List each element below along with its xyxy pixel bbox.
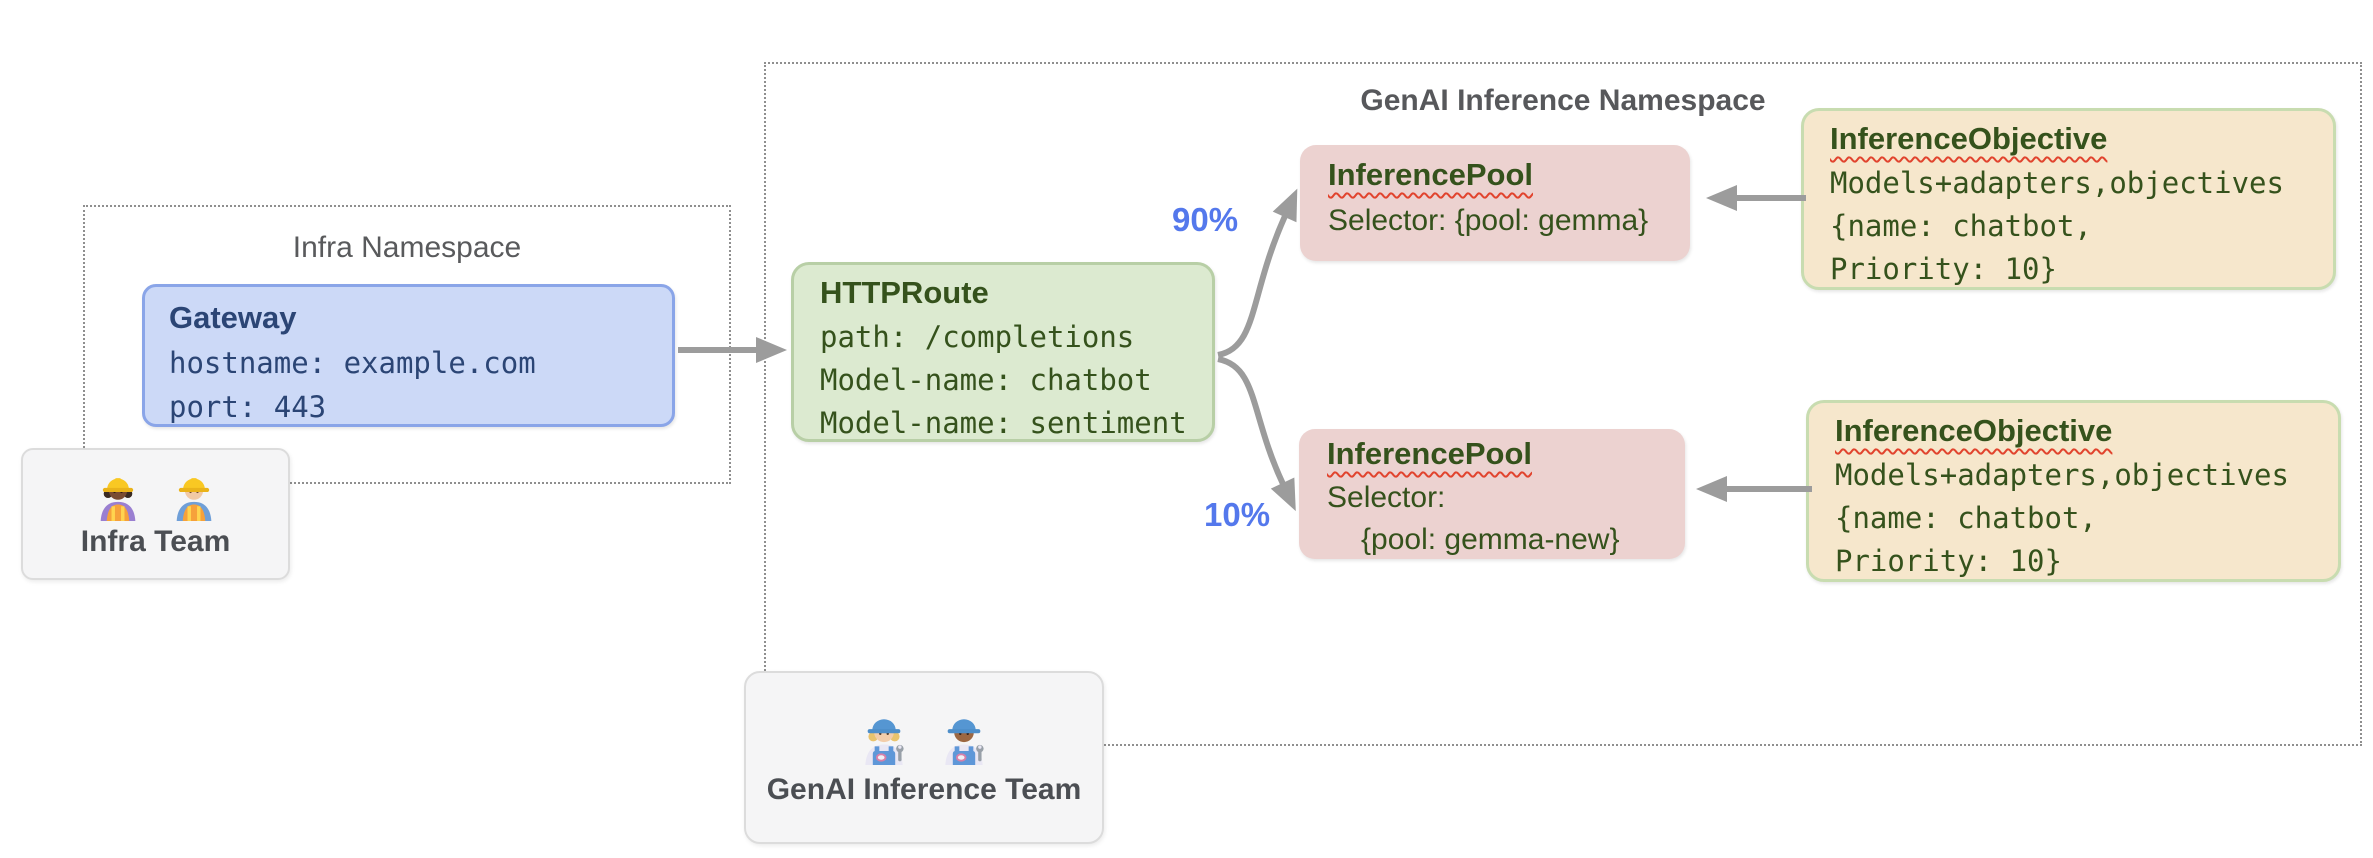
inference-objective-bottom-node: InferenceObjective Models+adapters,objec… — [1806, 400, 2341, 582]
traffic-split-90-label: 90% — [1172, 201, 1239, 238]
httproute-model-sentiment: Model-name: sentiment — [820, 406, 1187, 440]
inference-objective-title: InferenceObjective — [1830, 116, 2333, 162]
inference-pool-selector: Selector: — [1327, 481, 1446, 514]
genai-team-icons — [856, 709, 992, 765]
objective-priority-line: Priority: 10} — [1830, 252, 2057, 286]
inference-pool-gemma-node: InferencePool Selector: {pool: gemma} — [1300, 145, 1690, 261]
genai-team-label: GenAI Inference Team — [766, 772, 1082, 806]
genai-namespace-title: GenAI Inference Namespace — [1360, 84, 1766, 117]
infra-team-icons — [92, 469, 220, 521]
genai-team-card: GenAI Inference Team — [744, 671, 1104, 844]
infra-namespace-box: Infra Namespace — [83, 205, 731, 484]
inference-pool-selector-value: {pool: gemma-new} — [1361, 523, 1620, 556]
infra-namespace-title: Infra Namespace — [292, 231, 522, 264]
man-mechanic-icon — [945, 718, 984, 765]
gateway-node: Gateway hostname: example.com port: 443 — [142, 284, 675, 427]
inference-pool-title-text: InferencePool — [1327, 436, 1532, 471]
objective-models-line: Models+adapters,objectives — [1835, 458, 2289, 492]
inference-pool-selector: Selector: {pool: gemma} — [1328, 204, 1649, 237]
man-construction-worker-icon — [176, 478, 211, 521]
httproute-path: path: /completions — [820, 320, 1135, 354]
inference-objective-top-node: InferenceObjective Models+adapters,objec… — [1801, 108, 2336, 290]
objective-models-line: Models+adapters,objectives — [1830, 166, 2284, 200]
objective-name-line: {name: chatbot, — [1835, 501, 2097, 535]
inference-pool-title: InferencePool — [1328, 151, 1690, 199]
woman-construction-worker-icon — [100, 478, 135, 521]
gateway-port: port: 443 — [169, 390, 327, 424]
objective-priority-line: Priority: 10} — [1835, 544, 2062, 578]
woman-mechanic-icon — [865, 718, 904, 765]
inference-objective-title-text: InferenceObjective — [1835, 413, 2113, 448]
inference-objective-title-text: InferenceObjective — [1830, 121, 2108, 156]
inference-pool-title: InferencePool — [1327, 431, 1685, 477]
inference-objective-title: InferenceObjective — [1835, 408, 2338, 454]
httproute-model-chatbot: Model-name: chatbot — [820, 363, 1152, 397]
httproute-node: HTTPRoute path: /completions Model-name:… — [791, 262, 1215, 442]
inference-pool-gemma-new-node: InferencePool Selector: {pool: gemma-new… — [1299, 429, 1685, 559]
objective-name-line: {name: chatbot, — [1830, 209, 2092, 243]
inference-pool-title-text: InferencePool — [1328, 157, 1533, 192]
infra-team-label: Infra Team — [80, 525, 231, 558]
infra-team-card: Infra Team — [21, 448, 290, 580]
traffic-split-10-label: 10% — [1204, 496, 1271, 533]
gateway-title: Gateway — [169, 300, 297, 335]
genai-namespace-box: GenAI Inference Namespace — [764, 62, 2362, 746]
httproute-title: HTTPRoute — [820, 275, 989, 310]
gateway-hostname: hostname: example.com — [169, 346, 536, 380]
